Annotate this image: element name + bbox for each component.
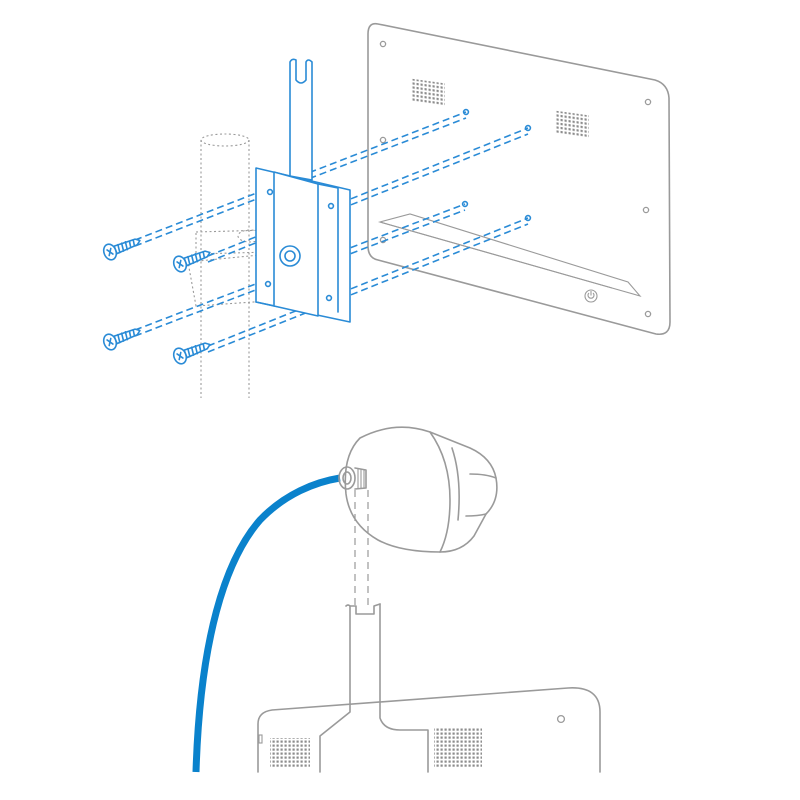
tablet-front-panel: [257, 603, 601, 773]
tablet-back-panel: [367, 22, 671, 336]
screw-icon: [172, 342, 211, 365]
speaker-grille-icon: [270, 738, 310, 768]
camera-housing: [338, 426, 498, 553]
power-button-icon: [584, 289, 598, 303]
speaker-grille-icon: [434, 728, 482, 768]
tablet-mount-holes: [461, 108, 532, 222]
usb-cable: [192, 474, 341, 773]
step-2-assembly: [192, 426, 601, 773]
screw-icon: [102, 328, 141, 351]
step-1-assembly: [102, 22, 671, 398]
screw-icon: [172, 250, 211, 273]
speaker-grille-icon: [411, 78, 445, 106]
speaker-grille-icon: [555, 110, 589, 138]
mounting-bracket[interactable]: [255, 58, 351, 323]
screw-icon: [102, 238, 141, 261]
post-alignment-guides: [354, 490, 369, 610]
